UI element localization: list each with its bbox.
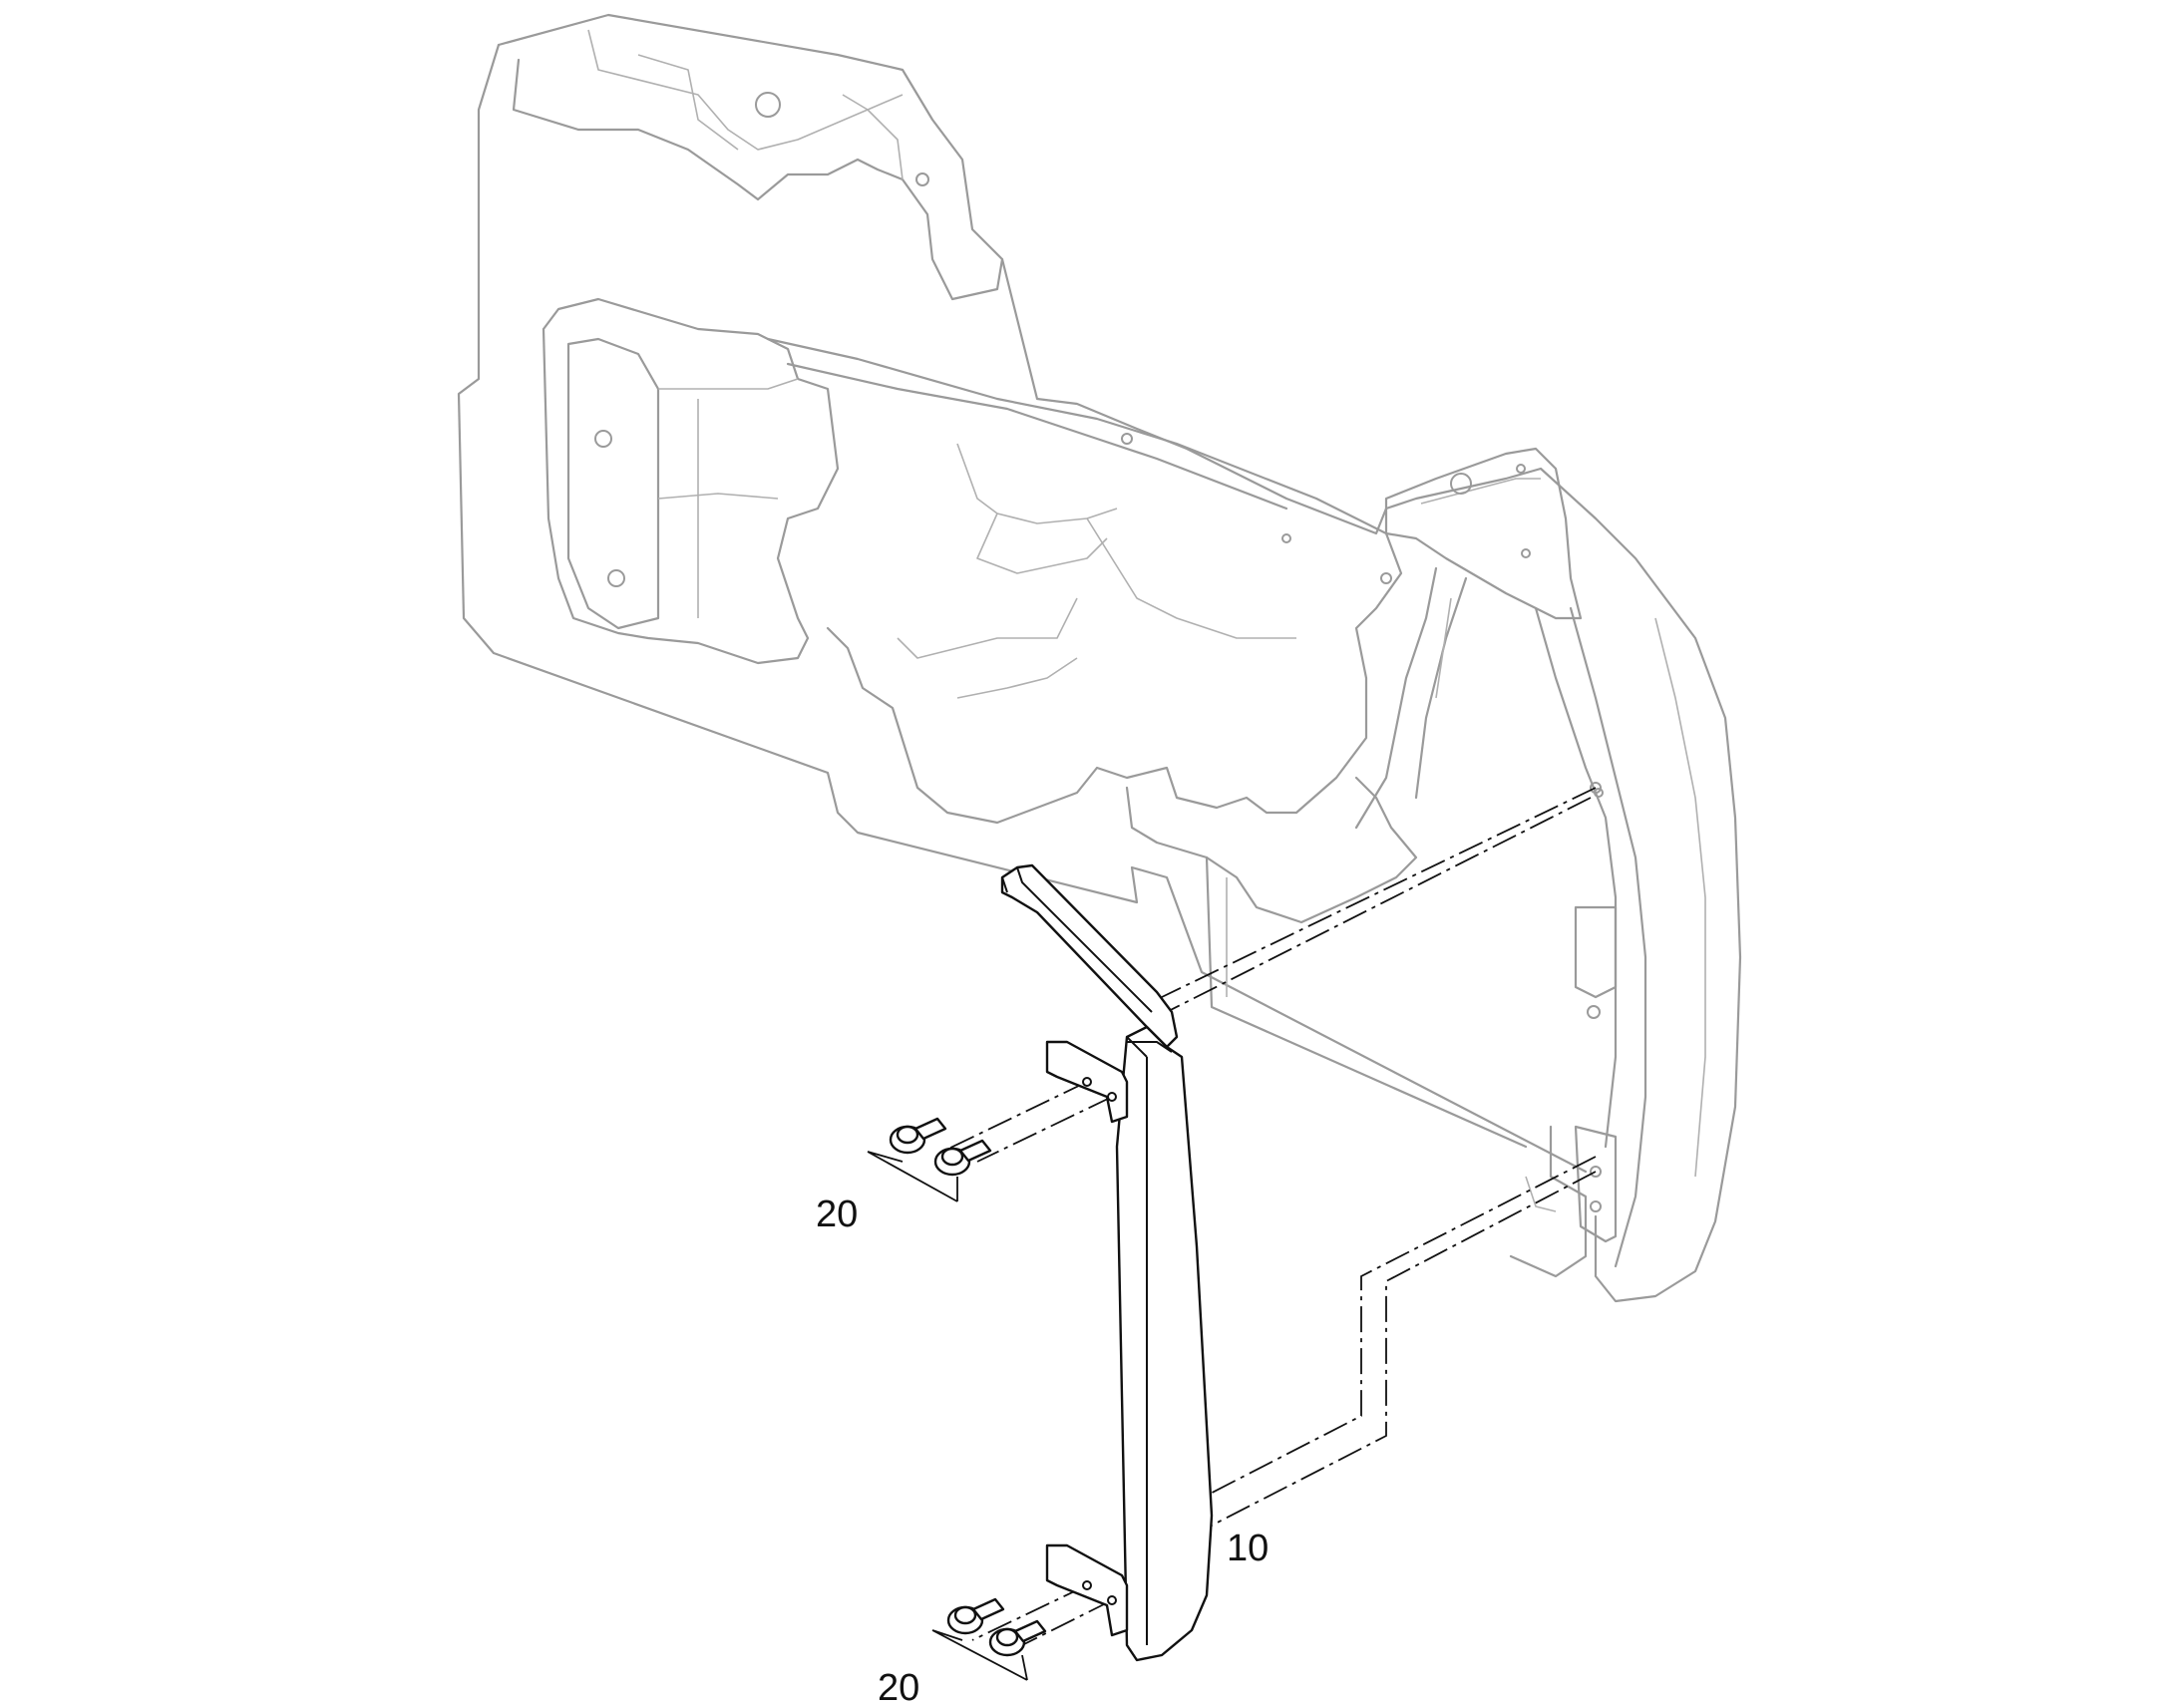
assembly-centerlines [941,787,1597,1646]
leader-bolt-lower [931,1629,1028,1681]
callout-bolt-set-upper: 20 [816,1194,858,1235]
callout-leaders [867,1151,1028,1681]
upper-bracket [1045,1040,1129,1124]
bolt-upper-1 [889,1117,947,1155]
bolt-set-upper [889,1117,992,1177]
bolt-lower-1 [946,1597,1005,1635]
centerline-bolt-upper-1 [941,1081,1088,1153]
centerline-mid-upper [1186,1156,1597,1507]
centerline-upper-rear [1161,787,1597,998]
leader-bolt-upper [867,1151,958,1202]
bolt-lower-2 [988,1619,1047,1657]
centerline-bolt-upper-2 [976,1096,1113,1163]
frame-assembly [457,13,1742,1303]
bumper-cover-part [1000,863,1214,1662]
centerline-bolt-lower-2 [1021,1599,1113,1646]
centerline-bolt-lower-1 [971,1584,1088,1641]
bolt-upper-2 [933,1139,992,1177]
centerline-mid-lower [1201,1171,1597,1532]
callout-bolt-set-lower: 20 [878,1667,919,1708]
callout-bumper-cover: 10 [1227,1528,1269,1569]
bolt-set-lower [946,1597,1047,1657]
centerline-upper-front [1146,797,1592,1023]
